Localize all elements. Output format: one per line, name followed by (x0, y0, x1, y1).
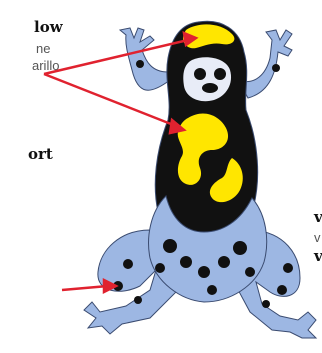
left-eye (194, 68, 206, 80)
nose (202, 83, 218, 93)
label-top-line2: arillo (32, 58, 59, 73)
front-left-arm (120, 28, 170, 90)
label-top-bold: low (34, 18, 63, 36)
right-eye (214, 68, 226, 80)
label-right-bold-2: v (314, 247, 322, 265)
arrow-to-foot (62, 286, 108, 290)
label-top-line1: ne (36, 41, 50, 56)
label-mid-bold: ort (28, 145, 53, 163)
label-right-bold-1: v (314, 208, 322, 226)
label-right-small: v (314, 230, 321, 245)
arrow-to-head (44, 40, 188, 74)
